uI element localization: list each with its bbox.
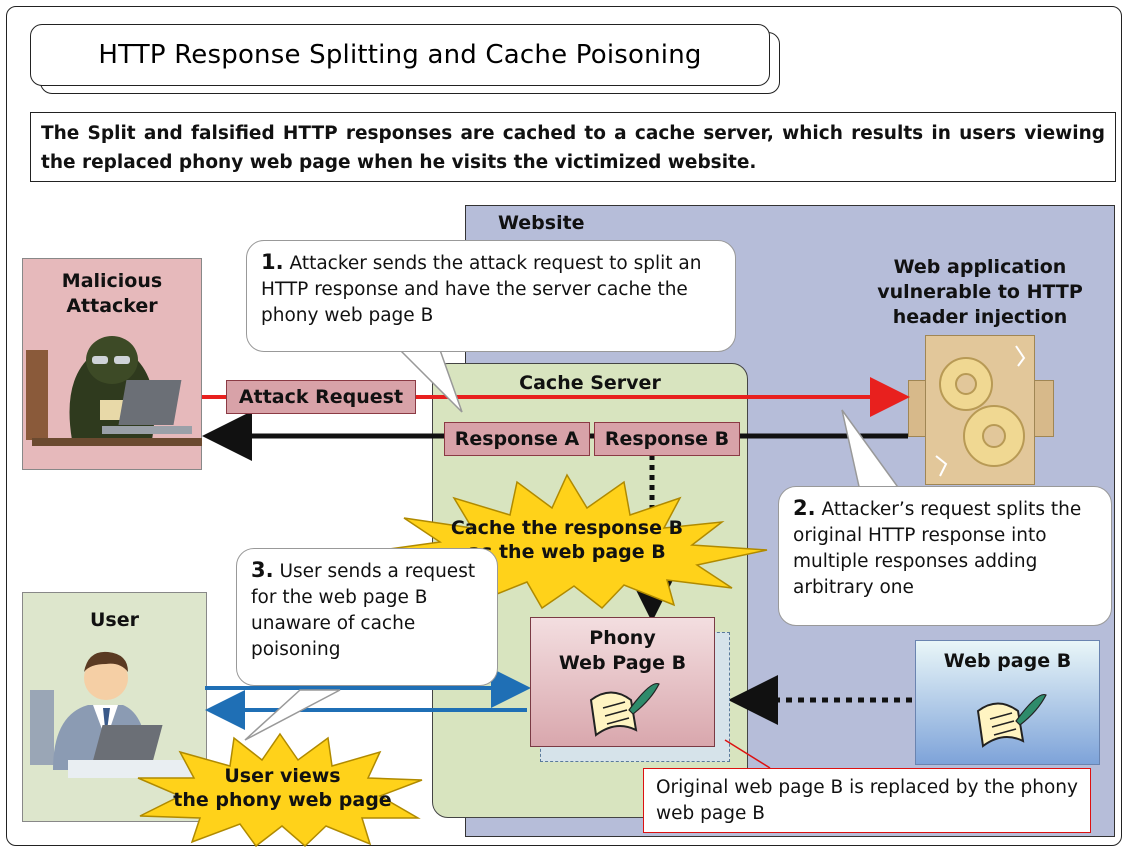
phony-web-page-b: Phony Web Page B (530, 617, 715, 747)
gears-icon (935, 345, 1026, 477)
webapp-label-line1: Web application (893, 256, 1067, 278)
user-at-computer-icon (30, 651, 198, 778)
star-user-line1: User views (224, 765, 341, 787)
phony-label-line1: Phony (589, 627, 656, 649)
callout-2-number: 2. (793, 496, 816, 520)
starburst-user (137, 732, 423, 848)
callout-3-number: 3. (251, 558, 274, 582)
vulnerable-web-application (925, 335, 1035, 485)
web-application-label: Web application vulnerable to HTTP heade… (860, 255, 1100, 330)
response-b-label: Response B (594, 422, 740, 456)
callout-3-text: User sends a request for the web page B … (251, 561, 476, 660)
user-label: User (90, 609, 139, 631)
replacement-note: Original web page B is replaced by the p… (643, 768, 1091, 833)
web-page-b-label: Web page B (943, 650, 1072, 672)
response-a-label: Response A (444, 422, 590, 456)
diagram-title: HTTP Response Splitting and Cache Poison… (30, 24, 770, 86)
webapp-label-line3: header injection (892, 306, 1068, 328)
star-user-line2: the phony web page (173, 789, 392, 811)
diagram-description: The Split and falsified HTTP responses a… (30, 112, 1116, 182)
attacker-label-line2: Attacker (66, 295, 158, 317)
hacker-icon (26, 336, 202, 446)
scroll-document-icon (976, 693, 1047, 748)
website-label: Website (498, 212, 585, 234)
callout-1-text: Attacker sends the attack request to spl… (261, 253, 702, 326)
starburst-user-label: User views the phony web page (170, 764, 395, 812)
diagram-frame (6, 6, 1122, 846)
callout-step-3: 3. User sends a request for the web page… (236, 548, 498, 686)
original-web-page-b: Web page B (915, 640, 1100, 765)
attack-request-label: Attack Request (226, 380, 416, 414)
callout-step-2: 2. Attacker’s request splits the origina… (778, 486, 1112, 626)
callout-step-1: 1. Attacker sends the attack request to … (246, 240, 736, 352)
callout-1-number: 1. (261, 250, 284, 274)
starburst-cache-label: Cache the response B as the web page B (422, 516, 712, 564)
attacker-label-line1: Malicious (61, 270, 163, 292)
phony-label-line2: Web Page B (558, 652, 687, 674)
cache-server-label: Cache Server (519, 372, 661, 394)
star-cache-line2: as the web page B (468, 541, 666, 563)
callout-2-text: Attacker’s request splits the original H… (793, 499, 1082, 598)
webapp-label-line2: vulnerable to HTTP (877, 281, 1083, 303)
scroll-document-icon (589, 682, 660, 737)
star-cache-line1: Cache the response B (450, 517, 684, 539)
